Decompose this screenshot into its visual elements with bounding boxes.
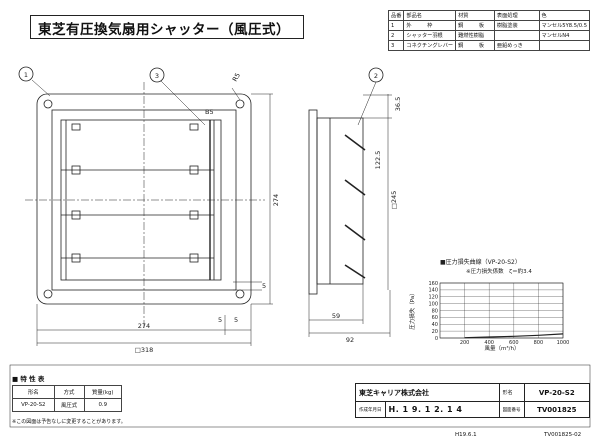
chart-title: ■圧力損失曲線（VP-20-S2） [440,258,521,266]
chart-xlabel: 風量（m³/h） [485,345,520,352]
chart-grid [440,282,564,339]
side-body [316,117,364,285]
drawing-date: H. 1 9. 1 2. 1 4 [384,401,500,418]
callout-3: 3 [155,72,159,80]
doc-code: TV001825-02 [544,432,582,438]
chart-y-tick-label: 20 [432,329,438,335]
callout-circle [149,67,165,83]
front-view [25,79,273,346]
mount-hole [235,289,245,299]
parts-table-row: 2 シャッター羽根 難燃性樹脂 マンセルN4 [387,30,591,41]
spec-header-cell: 方式 [53,385,85,399]
parts-cell: 3 [387,40,405,51]
chart-x-tick-label: 400 [484,340,494,346]
dim-side-total: 92 [346,336,354,344]
chart-y-tick-label: 160 [428,281,438,287]
model-number: VP-20-S2 [523,383,591,402]
spec-row: VP-20-S2 風圧式 0.9 [12,398,122,412]
chart-y-tick-label: 0 [435,336,438,342]
hinge [189,253,199,263]
spec-table: 形名 方式 質量(kg) VP-20-S2 風圧式 0.9 [12,385,122,412]
spec-header-row: 形名 方式 質量(kg) [12,385,122,399]
title-box: 東芝有圧換気扇用シャッター（風圧式） [30,15,304,39]
dim-side-hole: □245 [390,191,398,210]
dim-front-width: 274 [138,322,150,330]
parts-cell: 鋼 板 [455,40,495,51]
sheet-frame [9,364,591,428]
side-view [308,81,392,337]
chart-y-tick-label: 40 [432,322,438,328]
parts-table: 品番 部品名 材質 表面処理 色 1 外 枠 鋼 板 樹脂塗装 マンセル5Y8.… [387,10,591,51]
drawing-title: 東芝有圧換気扇用シャッター（風圧式） [38,22,290,38]
chart-series-line [464,333,564,339]
chart-ylabel: 圧力損失（Pa） [408,290,416,329]
spec-heading: ■ 特 性 表 [12,375,45,383]
spec-note: ※この図面は予告なしに変更することがあります。 [12,419,126,425]
title-block-frame [9,364,591,428]
callout-2: 2 [374,72,378,80]
dim-side-depth: 59 [332,312,340,320]
title-block-row: 作成年月日 H. 1 9. 1 2. 1 4 図面番号 TV001825 [355,401,591,418]
revision-date: H19.6.1 [455,432,477,438]
spec-cell: 0.9 [83,398,122,412]
company-name: 東芝キャリア株式会社 [355,383,500,402]
dim-b5: B5 [205,108,214,116]
chart-x-tick-label: 1000 [557,340,570,346]
drawing-number: TV001825 [523,401,591,418]
callout-circle [18,66,34,82]
chart-y-tick-label: 80 [432,308,438,314]
chart-y-tick-label: 140 [428,288,438,294]
dim-r5: R5 [231,72,242,83]
spec-cell: VP-20-S2 [12,398,55,412]
side-blade [344,134,366,151]
mount-hole [43,289,53,299]
hinge [189,123,199,131]
chart-x-tick-label: 800 [534,340,544,346]
pressure-loss-chart [439,282,564,339]
chart-x-tick-label: 600 [509,340,519,346]
title-block: 東芝キャリア株式会社 形名 VP-20-S2 作成年月日 H. 1 9. 1 2… [355,383,591,418]
spec-header-cell: 形名 [12,385,55,399]
chart-y-tick-label: 60 [432,315,438,321]
chart-x-tick-label: 200 [460,340,470,346]
hinge [71,165,81,175]
hinge [189,210,199,220]
chart-y-tick-label: 100 [428,301,438,307]
mount-hole [43,99,53,109]
spec-header-cell: 質量(kg) [83,385,122,399]
parts-table-row: 3 コネクチングレバー 鋼 板 亜鉛めっき [387,40,591,51]
side-flange [308,109,318,295]
dim-5b: 5 [218,316,222,324]
dim-front-outer: □318 [135,346,154,354]
parts-cell [538,40,591,51]
leader-line [31,79,51,97]
callout-1: 1 [24,71,28,79]
dim-front-height: 274 [272,194,280,206]
drawing-no-label: 図面番号 [498,401,525,418]
hinge [71,253,81,263]
dim-side-top: 36.5 [394,97,402,111]
dim-side-mid: 122.5 [374,151,382,170]
chart-subtitle: ※圧力損失係数 ζ＝約3.4 [466,267,532,275]
mount-hole [235,99,245,109]
model-label: 形名 [498,383,525,402]
leader-line [357,81,377,126]
leader-line [231,87,241,101]
dim-5c: 5 [234,316,238,324]
dim-5a: 5 [262,282,266,290]
side-blade [344,224,366,241]
hinge [189,165,199,175]
chart-y-tick-label: 120 [428,295,438,301]
spec-cell: 風圧式 [53,398,85,412]
hinge [71,123,81,131]
leader-line [159,79,206,126]
date-label: 作成年月日 [355,401,386,418]
title-block-row: 東芝キャリア株式会社 形名 VP-20-S2 [355,383,591,402]
hinge [71,210,81,220]
side-blade [344,179,366,196]
side-blade [344,264,366,279]
